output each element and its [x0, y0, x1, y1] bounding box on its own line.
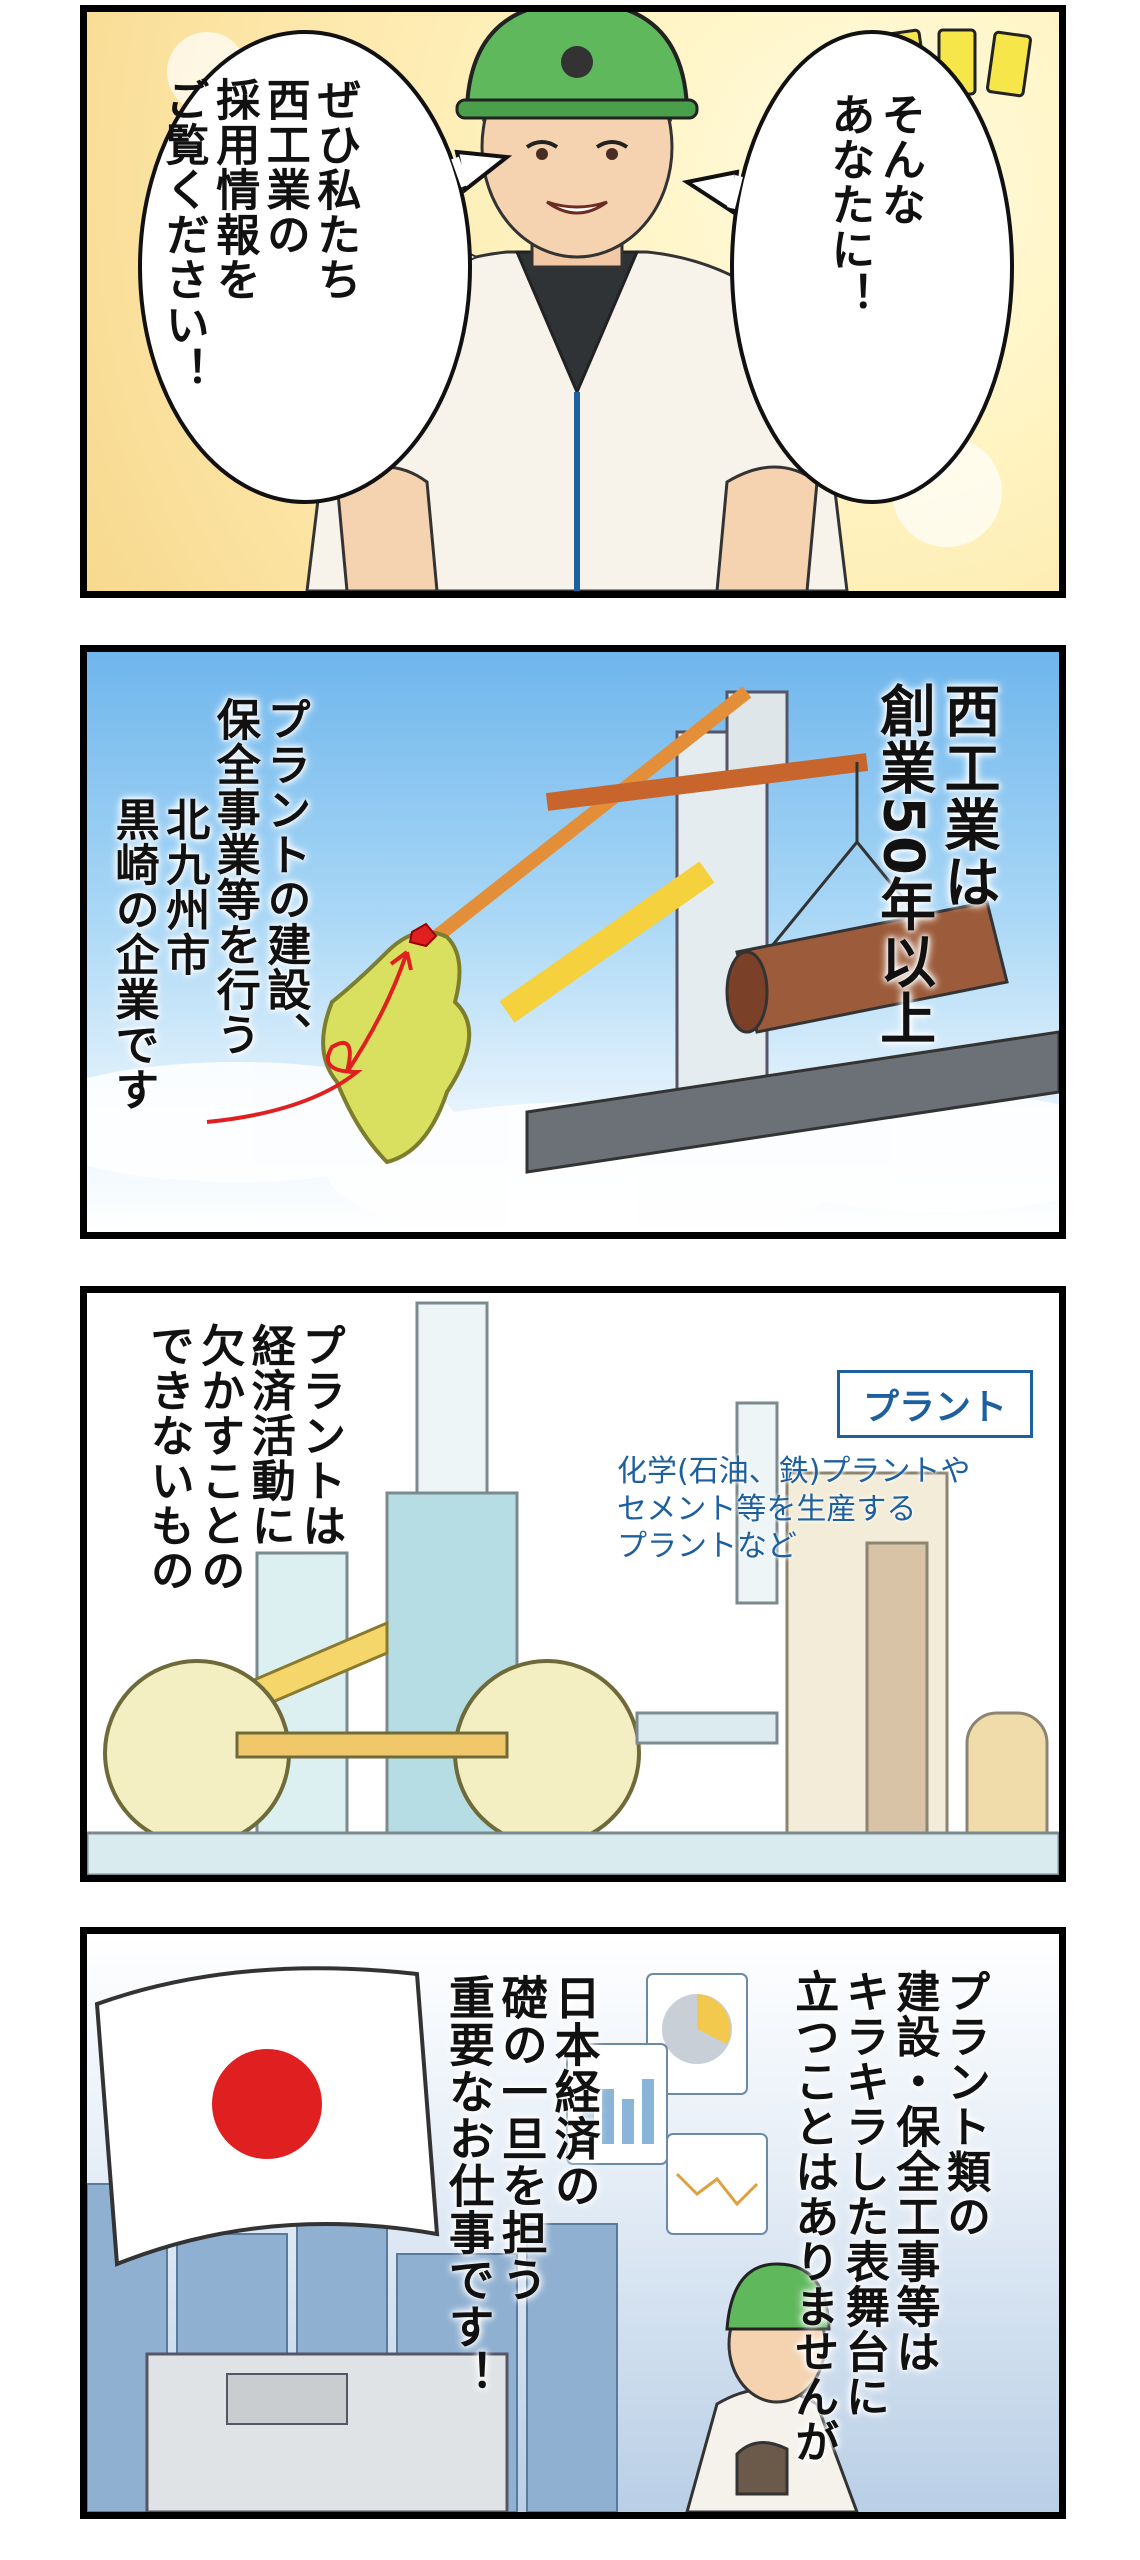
panel-1-art: [138, 12, 1032, 591]
caption-economy: 日本経済の 礎の一旦を担う 重要なお仕事です！: [441, 1974, 602, 2397]
crane-boom: [412, 686, 752, 958]
panel-3: プラントは 経済活動に 欠かすことの できないもの プラント 化学(石油、鉄)プ…: [80, 1286, 1066, 1882]
caption-construction: プラント類の 建設・保全工事等は キラキラした表舞台に 立つことはありませんが: [787, 1969, 990, 2464]
plant-note-line: プラントなど: [617, 1529, 797, 1564]
speech-bubble-right: [730, 30, 1014, 504]
arrow-icon: [206, 951, 409, 1124]
speech-right-text: そんな あなたに！: [823, 92, 925, 317]
panel-3-art: [87, 1301, 1059, 1875]
kyushu-map-icon: [321, 930, 472, 1165]
speech-left-text: ぜひ私たち 西工業の 採用情報を ご覧ください！: [157, 77, 361, 392]
plant-note-line: 化学(石油、鉄)プラントや: [617, 1454, 971, 1489]
caption-founded: 西工業は 創業50年以上: [870, 682, 1000, 1047]
plant-note: 化学(石油、鉄)プラントや セメント等を生産する プラントなど: [617, 1453, 1057, 1566]
helmet-icon: [725, 2262, 831, 2331]
line-chart-icon: [666, 2133, 768, 2235]
panel-2-art: [87, 686, 1059, 1232]
plant-label-box: プラント: [837, 1370, 1033, 1438]
panel-1: そんな あなたに！ ぜひ私たち 西工業の 採用情報を ご覧ください！: [80, 5, 1066, 598]
panel-4: プラント類の 建設・保全工事等は キラキラした表舞台に 立つことはありませんが …: [80, 1927, 1066, 2519]
glove: [735, 2441, 789, 2496]
panel-4-art: [87, 1966, 859, 2512]
plant-label-title: プラント: [862, 1386, 1007, 1427]
plant-note-line: セメント等を生産する: [617, 1491, 917, 1527]
speech-bubble-left: [138, 30, 472, 504]
caption-plant: プラントは 経済活動に 欠かすことの できないもの: [142, 1323, 346, 1593]
panel-2: 西工業は 創業50年以上 プラントの建設、 保全事業等を行う 北九州市 黒崎の企…: [80, 645, 1066, 1239]
flag-sun: [212, 2049, 322, 2159]
caption-business: プラントの建設、 保全事業等を行う 北九州市 黒崎の企業です: [107, 697, 311, 1112]
kitakyushu-marker-icon: [408, 922, 438, 948]
